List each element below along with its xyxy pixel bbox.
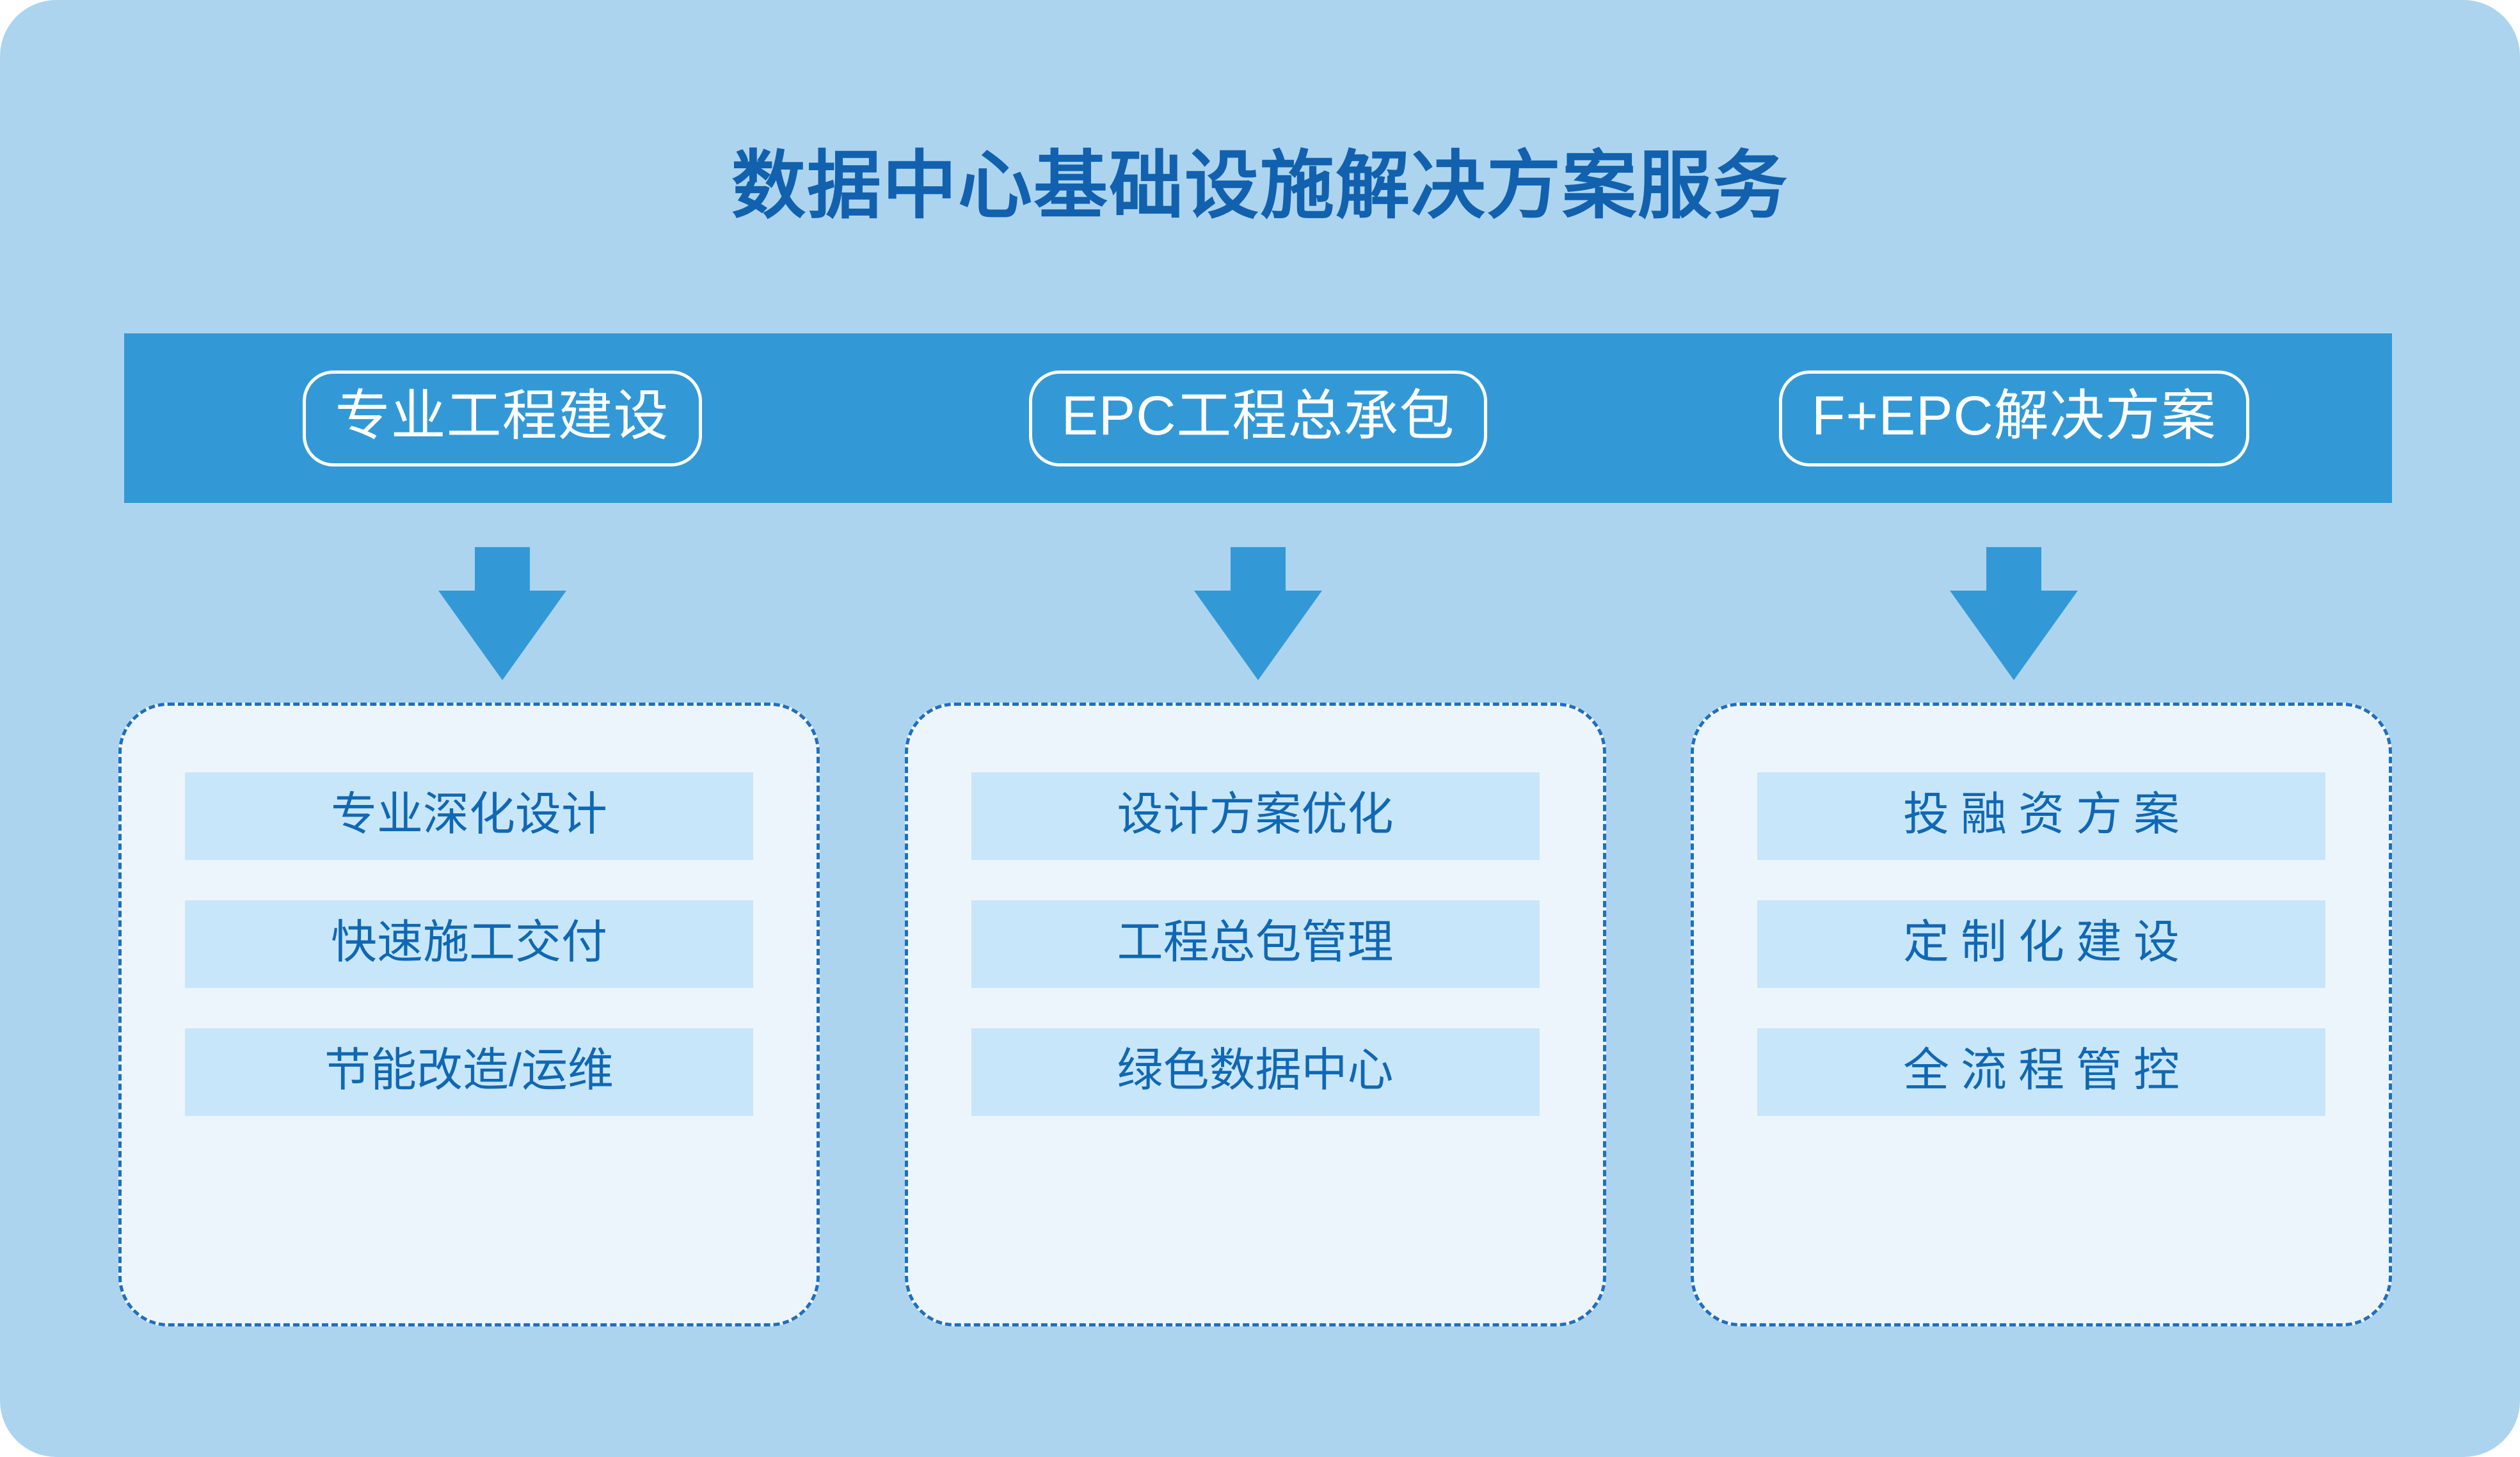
category-header-bar: 专业工程建设 EPC工程总承包 F+EPC解决方案 xyxy=(124,333,2392,503)
category-pill-slot-2: EPC工程总承包 xyxy=(880,333,1636,503)
arrow-slot-1 xyxy=(124,547,880,694)
arrow-down-icon xyxy=(1950,547,2078,680)
detail-item-label: 投融资方案 xyxy=(1902,788,2191,840)
detail-item-label: 全流程管控 xyxy=(1902,1044,2191,1096)
detail-item[interactable]: 节能改造/运维 xyxy=(185,1028,753,1116)
detail-item[interactable]: 全流程管控 xyxy=(1757,1028,2325,1116)
category-pill-label: 专业工程建设 xyxy=(335,385,669,447)
arrow-row xyxy=(124,547,2392,694)
category-pill-epc-general-contracting[interactable]: EPC工程总承包 xyxy=(1028,370,1488,466)
category-pill-f-plus-epc-solution[interactable]: F+EPC解决方案 xyxy=(1779,370,2249,466)
detail-item[interactable]: 专业深化设计 xyxy=(185,772,753,860)
detail-item-label: 快速施工交付 xyxy=(330,916,607,968)
category-pill-professional-engineering[interactable]: 专业工程建设 xyxy=(302,370,702,466)
detail-cards-row: 专业深化设计 快速施工交付 节能改造/运维 设计方案优化 工程总包管理 绿色数据… xyxy=(118,703,2392,1326)
detail-item-label: 专业深化设计 xyxy=(330,788,607,840)
arrow-slot-2 xyxy=(880,547,1636,694)
page-title: 数据中心基础设施解决方案服务 xyxy=(731,144,1789,227)
category-pill-slot-3: F+EPC解决方案 xyxy=(1636,333,2392,503)
detail-card-epc-general-contracting: 设计方案优化 工程总包管理 绿色数据中心 xyxy=(904,703,1606,1326)
detail-item-label: 工程总包管理 xyxy=(1117,916,1394,968)
detail-item[interactable]: 投融资方案 xyxy=(1757,772,2325,860)
detail-item[interactable]: 快速施工交付 xyxy=(185,900,753,988)
detail-card-professional-engineering: 专业深化设计 快速施工交付 节能改造/运维 xyxy=(118,703,820,1326)
detail-item-label: 绿色数据中心 xyxy=(1117,1044,1394,1096)
detail-item[interactable]: 定制化建设 xyxy=(1757,900,2325,988)
detail-item-label: 设计方案优化 xyxy=(1117,788,1394,840)
category-pill-row: 专业工程建设 EPC工程总承包 F+EPC解决方案 xyxy=(124,333,2392,503)
category-pill-label: F+EPC解决方案 xyxy=(1812,385,2217,447)
arrow-down-icon xyxy=(1193,547,1322,680)
arrow-slot-3 xyxy=(1636,547,2392,694)
arrow-down-icon xyxy=(438,547,566,680)
detail-item[interactable]: 设计方案优化 xyxy=(971,772,1540,860)
detail-item-label: 定制化建设 xyxy=(1902,916,2191,968)
detail-card-f-plus-epc-solution: 投融资方案 定制化建设 全流程管控 xyxy=(1691,703,2392,1326)
category-pill-slot-1: 专业工程建设 xyxy=(124,333,880,503)
category-pill-label: EPC工程总承包 xyxy=(1061,385,1455,447)
detail-item[interactable]: 工程总包管理 xyxy=(971,900,1540,988)
detail-item[interactable]: 绿色数据中心 xyxy=(971,1028,1540,1116)
detail-item-label: 节能改造/运维 xyxy=(324,1044,614,1096)
